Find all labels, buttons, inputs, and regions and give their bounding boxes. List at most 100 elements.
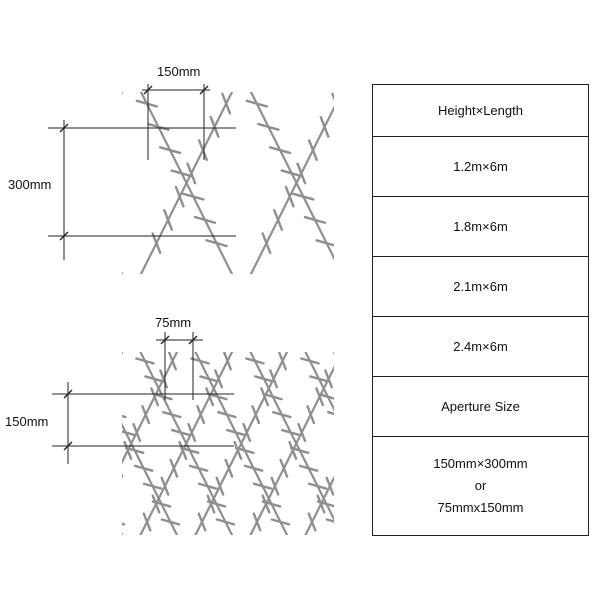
razor-barb: [35, 376, 52, 381]
razor-barb: [346, 448, 363, 453]
razor-barb: [214, 369, 224, 389]
razor-barb: [333, 352, 334, 356]
razor-barb: [307, 139, 318, 162]
razor-barb: [279, 458, 289, 478]
razor-barb: [254, 375, 274, 383]
razor-barb: [251, 405, 261, 425]
size-cell: 1.2m×6m: [373, 137, 588, 197]
razor-barb: [66, 187, 74, 206]
razor-barb: [44, 394, 61, 399]
razor-barb: [356, 359, 373, 364]
razor-barb: [193, 215, 217, 224]
razor-barb: [81, 359, 98, 364]
razor-barb: [101, 117, 109, 136]
razor-barb: [288, 440, 298, 460]
aperture-value-cell: 150mm×300mm or 75mmx150mm: [373, 437, 588, 535]
razor-barb: [270, 518, 291, 526]
razor-barb: [71, 448, 88, 453]
razor-barb: [182, 192, 205, 201]
razor-barb: [297, 422, 307, 443]
razor-wire-strand: [304, 442, 351, 535]
size-cell: 1.8m×6m: [373, 197, 588, 257]
razor-barb: [306, 405, 316, 425]
razor-barb: [153, 393, 173, 401]
razor-barb: [142, 512, 152, 532]
spec-table: Height×Length 1.2m×6m 1.8m×6m 2.1m×6m 2.…: [372, 84, 589, 536]
razor-barb: [142, 482, 163, 490]
razor-barb: [132, 422, 142, 443]
razor-barb: [89, 140, 97, 159]
razor-barb: [242, 422, 252, 443]
razor-barb: [197, 139, 208, 162]
razor-barb: [7, 430, 24, 435]
razor-barb: [243, 464, 264, 472]
razor-barb: [197, 482, 218, 490]
razor-wire-strand: [249, 92, 334, 274]
razor-barb: [178, 440, 188, 460]
razor-wire-strand: [139, 352, 234, 535]
bottom-width-label: 75mm: [155, 315, 192, 330]
razor-barb: [303, 215, 327, 224]
razor-barb: [43, 496, 49, 513]
razor-barb: [16, 448, 33, 453]
razor-barb: [268, 146, 292, 155]
razor-barb: [147, 122, 170, 131]
razor-barb: [252, 512, 262, 532]
dimension-tick: [59, 123, 69, 133]
razor-barb: [331, 92, 334, 102]
mesh-panel-large-aperture: [66, 92, 334, 274]
razor-barb: [215, 476, 225, 496]
dimension-tick: [63, 441, 73, 451]
mesh-panel-small-aperture: [0, 352, 373, 535]
razor-barb: [337, 430, 354, 435]
razor-barb: [215, 518, 236, 526]
razor-barb: [122, 414, 127, 419]
razor-barb: [315, 387, 325, 407]
razor-barb: [97, 240, 117, 246]
dimension-tick: [188, 335, 198, 345]
razor-barb: [112, 94, 120, 113]
razor-barb: [196, 405, 206, 425]
razor-barb: [170, 428, 191, 437]
razor-barb: [141, 405, 151, 425]
razor-barb: [280, 169, 303, 178]
razor-barb: [80, 466, 97, 471]
size-header-cell: Height×Length: [373, 85, 588, 137]
razor-barb: [307, 482, 328, 490]
dimension-tick: [160, 335, 170, 345]
razor-barb: [43, 502, 60, 507]
razor-wire-strand: [43, 352, 124, 513]
razor-barb: [197, 512, 207, 532]
razor-barb: [284, 185, 295, 208]
aperture-header-cell: Aperture Size: [373, 377, 588, 437]
razor-barb: [169, 458, 179, 478]
razor-barb: [260, 387, 270, 407]
razor-barb: [269, 369, 279, 389]
razor-barb: [107, 478, 113, 495]
razor-barb: [261, 232, 272, 255]
razor-barb: [85, 217, 105, 223]
razor-barb: [263, 393, 283, 401]
razor-barb: [298, 464, 319, 472]
razor-barb: [159, 369, 169, 389]
razor-barb: [98, 502, 115, 507]
razor-barb: [217, 410, 237, 419]
razor-wire-strand: [194, 352, 289, 535]
razor-barb: [160, 518, 181, 526]
razor-wire-strand: [0, 352, 69, 535]
razor-barb: [307, 512, 317, 532]
size-cell: 2.4m×6m: [373, 317, 588, 377]
razor-barb: [52, 478, 58, 495]
razor-barb: [87, 406, 93, 423]
razor-barb: [73, 194, 93, 200]
razor-barb: [98, 496, 104, 513]
razor-barb: [158, 146, 182, 155]
razor-barb: [336, 460, 342, 477]
razor-barb: [327, 410, 334, 416]
razor-barb: [345, 442, 351, 459]
razor-barb: [325, 476, 334, 496]
razor-wire-strand: [300, 352, 363, 453]
razor-barb: [205, 387, 215, 407]
razor-barb: [89, 514, 95, 531]
